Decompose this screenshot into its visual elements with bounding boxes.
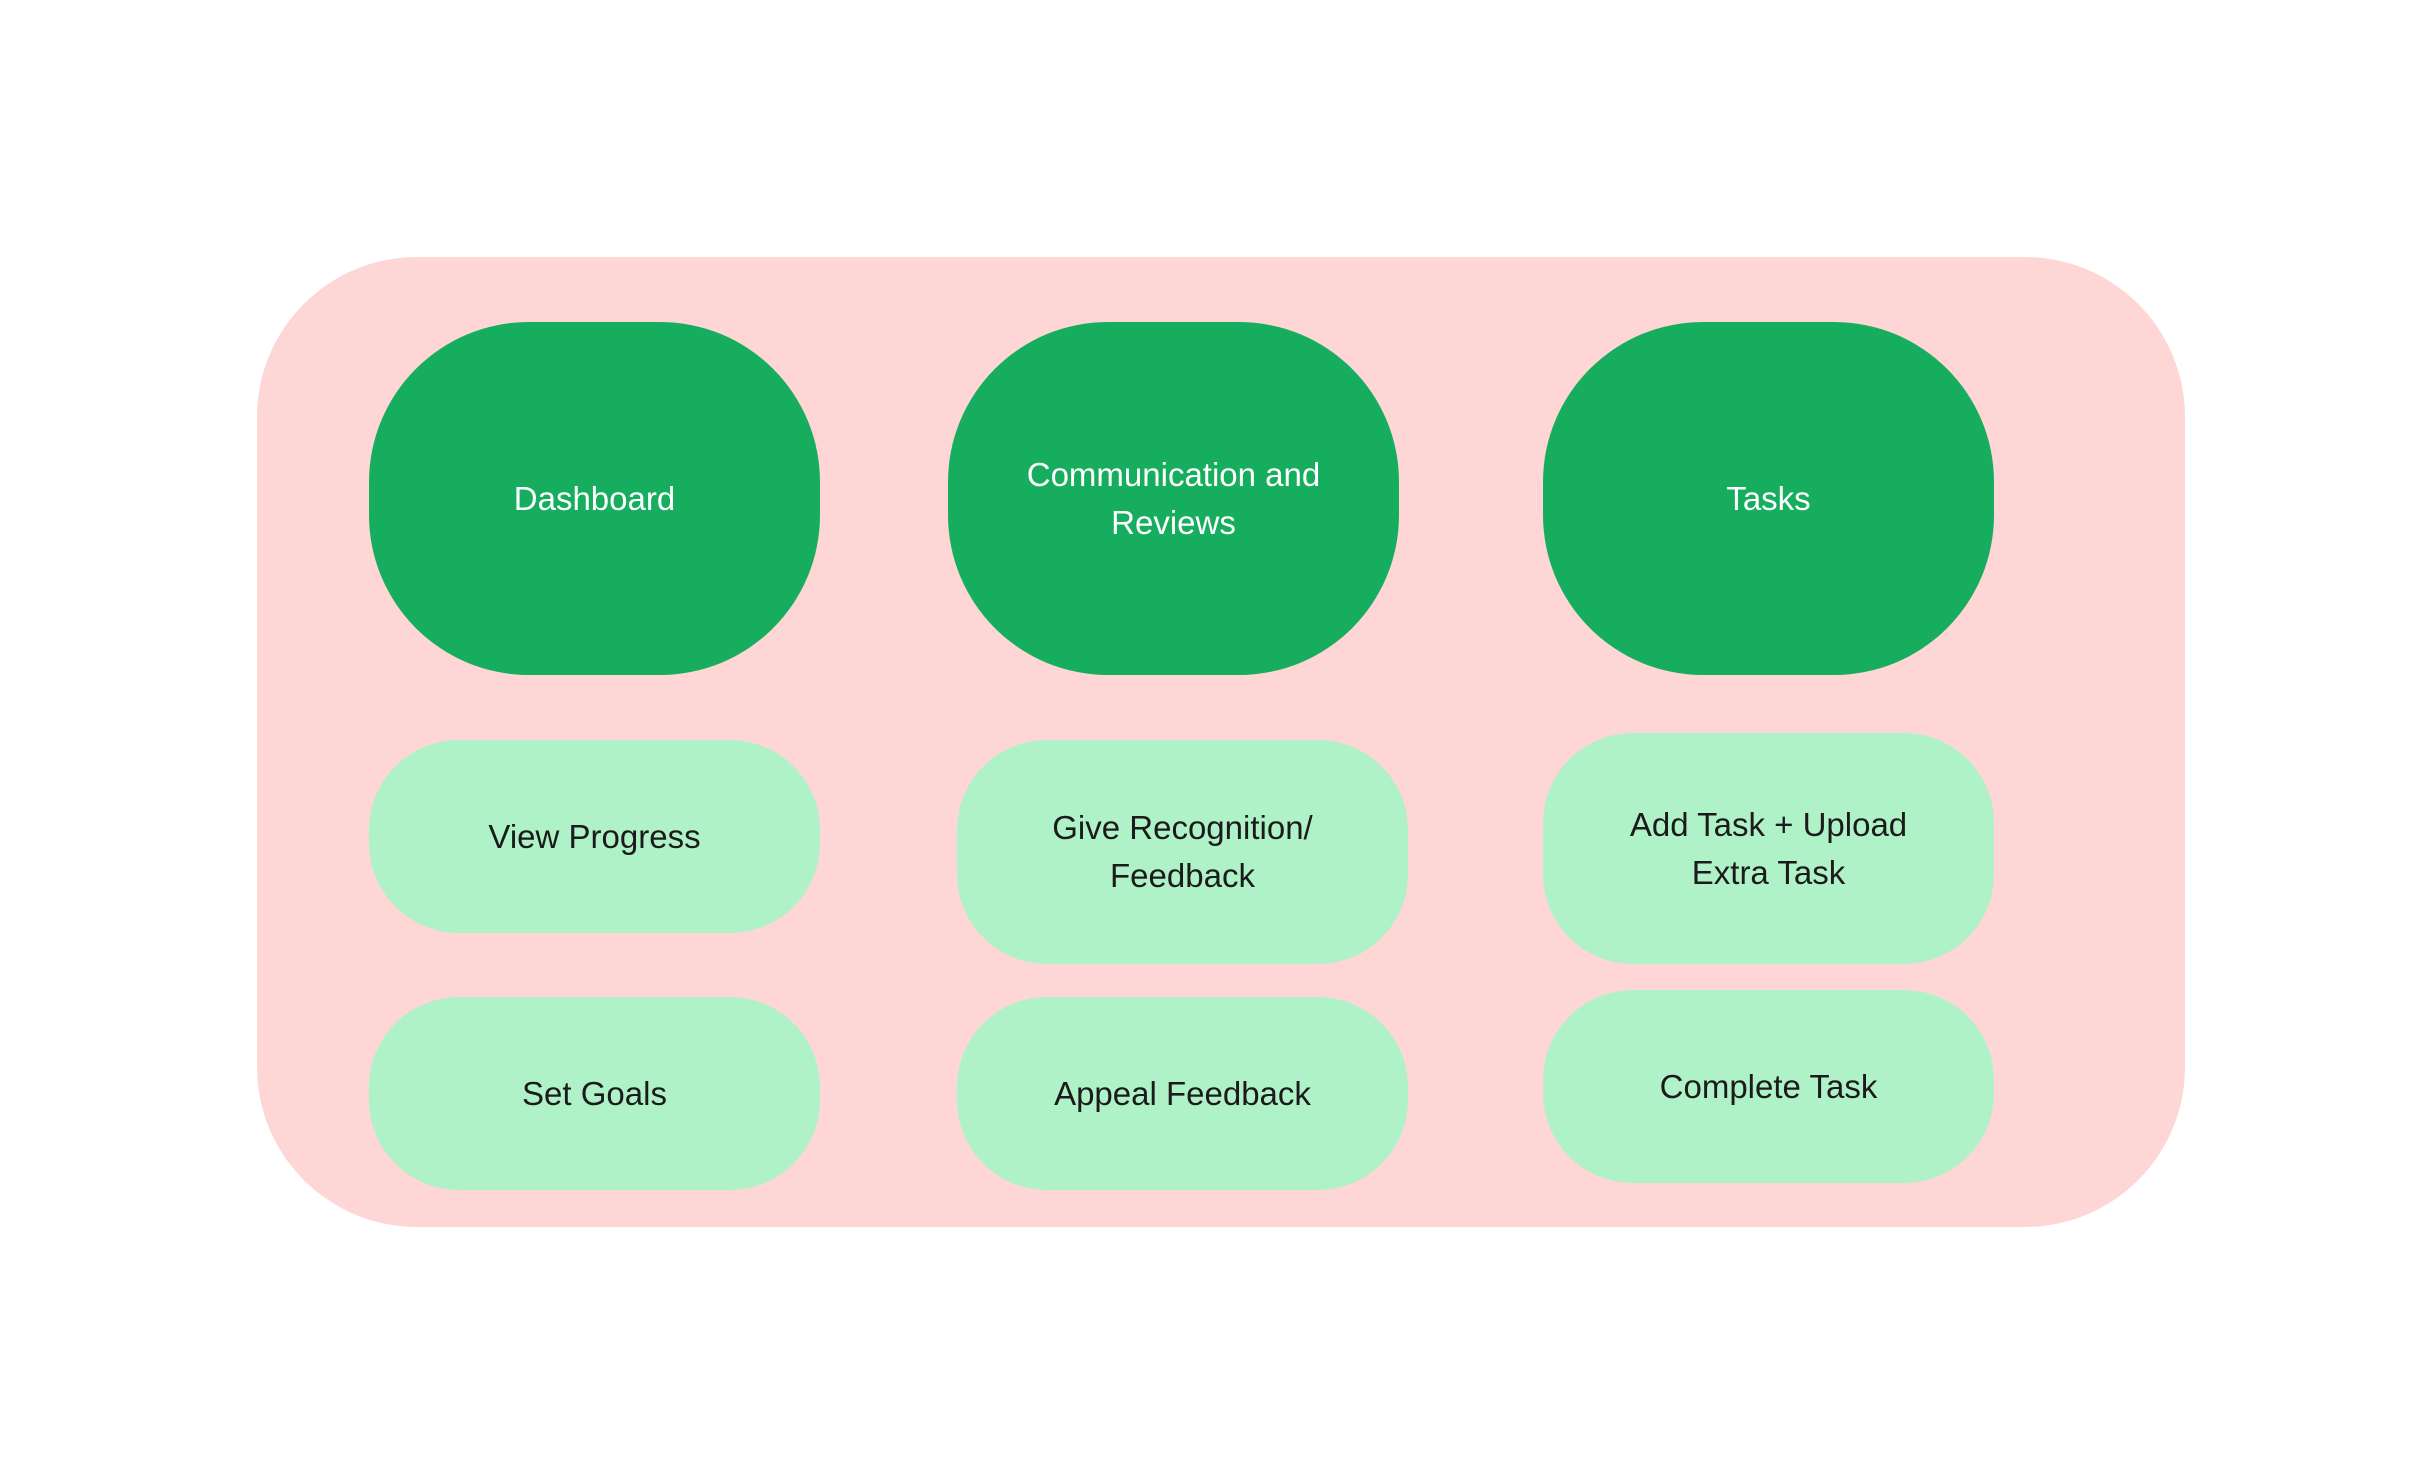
item-add-task-upload-extra-task: Add Task + Upload Extra Task: [1543, 733, 1994, 964]
category-label: Communication and Reviews: [1026, 455, 1321, 541]
item-label: Set Goals: [522, 1074, 667, 1112]
category-dashboard: Dashboard: [369, 322, 820, 675]
item-label: Complete Task: [1659, 1067, 1878, 1105]
item-set-goals: Set Goals: [369, 997, 820, 1190]
item-complete-task: Complete Task: [1543, 990, 1994, 1183]
item-label: View Progress: [488, 817, 701, 855]
category-communication-and-reviews: Communication and Reviews: [948, 322, 1399, 675]
category-label: Tasks: [1726, 479, 1811, 517]
item-label: Appeal Feedback: [1054, 1074, 1311, 1112]
item-view-progress: View Progress: [369, 740, 820, 933]
item-appeal-feedback: Appeal Feedback: [957, 997, 1408, 1190]
category-tasks: Tasks: [1543, 322, 1994, 675]
item-label: Give Recognition/ Feedback: [1052, 809, 1313, 894]
item-give-recognition-feedback: Give Recognition/ Feedback: [957, 740, 1408, 964]
category-label: Dashboard: [513, 479, 676, 517]
item-label: Add Task + Upload Extra Task: [1629, 805, 1908, 891]
